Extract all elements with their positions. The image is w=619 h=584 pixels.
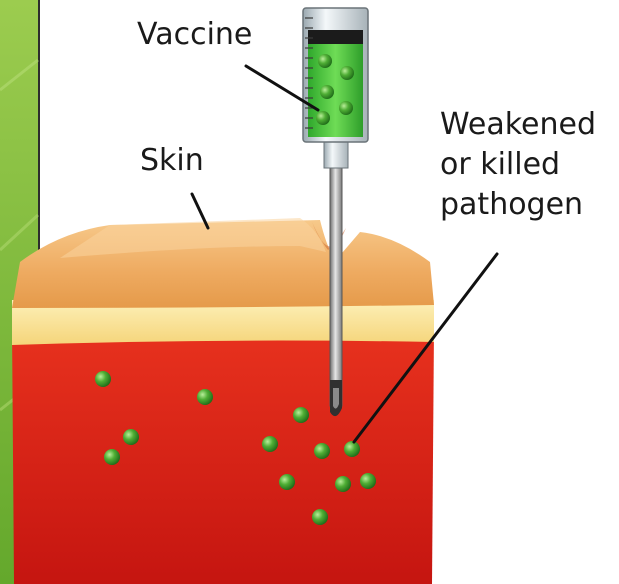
pathogen-label-line: Weakened — [440, 105, 596, 145]
pathogen-label-line: pathogen — [440, 185, 596, 225]
pathogen-particle — [335, 476, 351, 492]
vaccine-particle — [340, 66, 354, 80]
pathogen-particle — [312, 509, 328, 525]
skin-label: Skin — [140, 141, 204, 181]
pathogen-particle — [104, 449, 120, 465]
pathogen-label-line: or killed — [440, 145, 596, 185]
pathogen-particle — [123, 429, 139, 445]
vaccine-particle — [339, 101, 353, 115]
vaccine-particle — [320, 85, 334, 99]
vaccine-particle — [318, 54, 332, 68]
tissue-layer — [12, 328, 434, 584]
pathogen-particle — [344, 441, 360, 457]
pathogen-label: Weakened or killed pathogen — [440, 105, 596, 225]
pathogen-particle — [197, 389, 213, 405]
vaccine-fluid — [308, 43, 363, 137]
vaccine-particle — [316, 111, 330, 125]
pathogen-particle — [95, 371, 111, 387]
needle — [330, 166, 342, 406]
skin-block — [12, 218, 434, 584]
pathogen-particle — [262, 436, 278, 452]
pathogen-particle — [314, 443, 330, 459]
pathogen-particle — [279, 474, 295, 490]
pathogen-particle — [360, 473, 376, 489]
vaccine-label: Vaccine — [137, 15, 252, 55]
plunger — [308, 30, 363, 44]
pathogen-particle — [293, 407, 309, 423]
